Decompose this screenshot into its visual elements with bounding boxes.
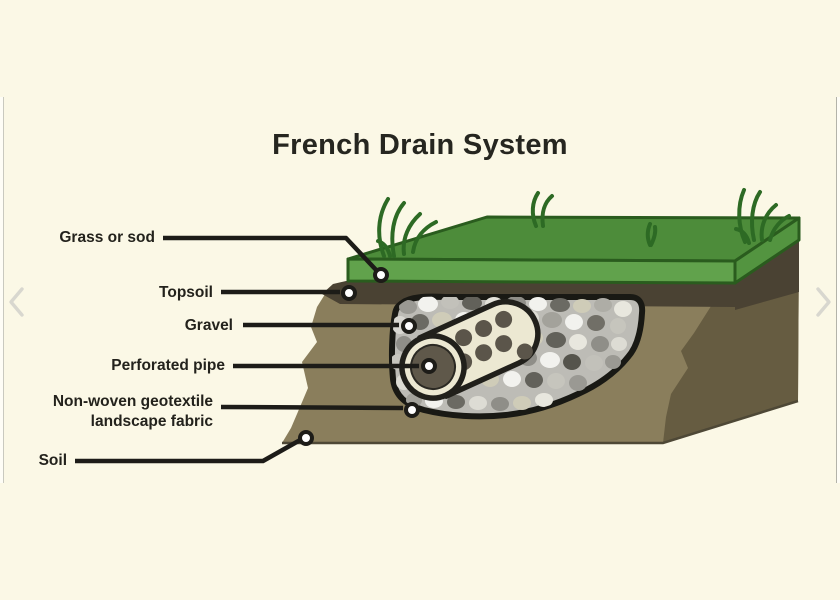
leader-dots — [298, 267, 437, 446]
label-perforated-pipe: Perforated pipe — [111, 357, 225, 374]
label-geotextile-fabric-line1: Non-woven geotextile — [52, 393, 213, 410]
label-grass-or-sod: Grass or sod — [59, 229, 155, 246]
perforated-pipe — [399, 299, 541, 401]
grass-tufts — [376, 188, 791, 258]
dot-topsoil — [341, 285, 357, 301]
chevron-left-icon — [9, 287, 24, 317]
dot-fabric — [404, 402, 420, 418]
label-geotextile-fabric-line2: landscape fabric — [90, 412, 213, 430]
leader-lines — [75, 235, 419, 464]
soil-bottom-edge — [282, 399, 799, 445]
leader-soil — [75, 437, 304, 464]
dot-soil — [298, 430, 314, 446]
label-gravel: Gravel — [184, 317, 233, 334]
dot-grass-or-sod — [373, 267, 389, 283]
prev-slide-edge — [0, 97, 4, 483]
dot-gravel — [401, 318, 417, 334]
grass-sod-slab — [346, 215, 801, 285]
label-topsoil: Topsoil — [159, 284, 213, 301]
leader-fabric — [220, 404, 404, 411]
leader-grass-or-sod — [163, 235, 380, 274]
next-button[interactable] — [810, 284, 836, 320]
sod-front-face — [346, 257, 737, 285]
next-slide-edge — [836, 97, 840, 483]
label-geotextile-fabric: Non-woven geotextile landscape fabric — [53, 392, 213, 431]
chevron-right-icon — [816, 287, 831, 317]
page-title: French Drain System — [272, 129, 568, 161]
dot-perforated-pipe — [421, 358, 437, 374]
topsoil-band-side — [735, 240, 799, 310]
prev-button[interactable] — [4, 284, 30, 320]
label-soil: Soil — [38, 452, 67, 469]
